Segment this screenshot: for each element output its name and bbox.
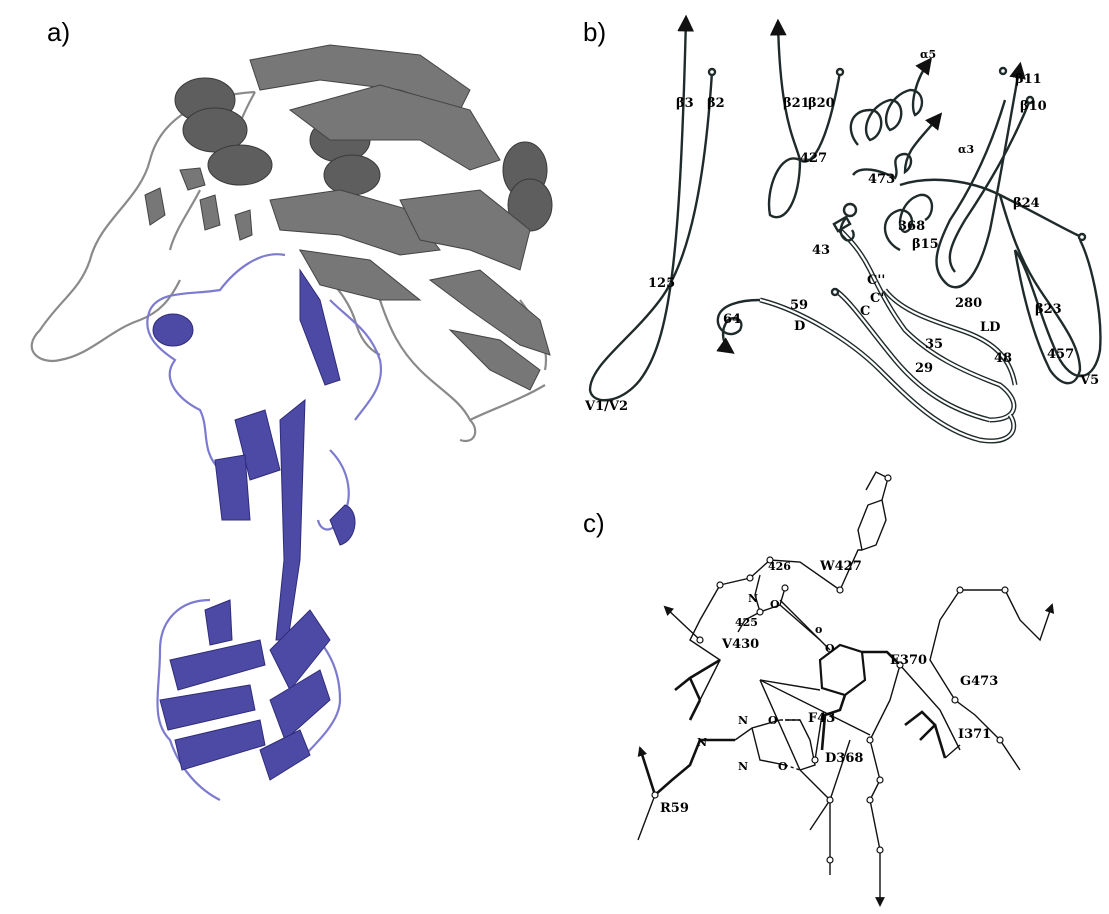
label-N4: N bbox=[738, 760, 748, 773]
label-368: 368 bbox=[898, 219, 925, 234]
label-b3: β3 bbox=[676, 96, 694, 111]
label-g473: G473 bbox=[960, 674, 998, 689]
label-b10: β10 bbox=[1020, 99, 1047, 114]
label-b20: β20 bbox=[808, 96, 835, 111]
label-i371: I371 bbox=[958, 727, 991, 742]
label-64: 64 bbox=[723, 312, 741, 327]
label-v430: V430 bbox=[721, 637, 759, 652]
label-O2: O bbox=[768, 714, 778, 727]
label-w427: W427 bbox=[819, 559, 862, 574]
label-125: 125 bbox=[648, 276, 675, 291]
label-b21: β21 bbox=[783, 96, 810, 111]
label-b15: β15 bbox=[912, 237, 939, 252]
label-59: 59 bbox=[790, 298, 808, 313]
label-426: 426 bbox=[768, 560, 791, 573]
label-427: 427 bbox=[800, 151, 827, 166]
label-b23: β23 bbox=[1035, 302, 1062, 317]
label-29: 29 bbox=[915, 361, 933, 376]
label-cp: C' bbox=[870, 291, 884, 306]
label-b24: β24 bbox=[1013, 196, 1040, 211]
beta20-beta21-strand bbox=[769, 22, 840, 217]
label-280: 280 bbox=[955, 296, 982, 311]
label-O5: O bbox=[825, 642, 835, 655]
label-r59: R59 bbox=[660, 801, 689, 816]
label-N1: N bbox=[748, 592, 758, 605]
label-O3: O bbox=[778, 760, 788, 773]
label-o4: o bbox=[815, 623, 822, 636]
label-a3: α3 bbox=[958, 143, 974, 156]
label-473: 473 bbox=[868, 172, 895, 187]
label-b2: β2 bbox=[707, 96, 725, 111]
label-43: 43 bbox=[812, 243, 830, 258]
label-O1: O bbox=[770, 598, 780, 611]
label-d368: D368 bbox=[825, 751, 863, 766]
cd4-sheets bbox=[153, 270, 355, 780]
label-457: 457 bbox=[1047, 347, 1074, 362]
label-48: 48 bbox=[994, 351, 1012, 366]
label-ld: LD bbox=[980, 320, 1000, 335]
panel-a-ribbon-structure bbox=[32, 45, 552, 800]
label-a5: α5 bbox=[920, 48, 936, 61]
label-35: 35 bbox=[925, 337, 943, 352]
label-e370: E370 bbox=[890, 653, 927, 668]
label-b11: β11 bbox=[1015, 72, 1042, 87]
label-cpp: C'' bbox=[867, 273, 885, 288]
label-D: D bbox=[794, 319, 805, 334]
label-v1v2: V1/V2 bbox=[584, 399, 628, 414]
label-N2: N bbox=[738, 714, 748, 727]
beta2-beta3-strand bbox=[590, 18, 712, 400]
label-f43: F43 bbox=[808, 711, 835, 726]
label-N3: N bbox=[697, 736, 707, 749]
label-v5: V5 bbox=[1079, 373, 1099, 388]
alpha5-helix bbox=[851, 60, 930, 145]
label-C: C bbox=[860, 304, 870, 319]
label-425: 425 bbox=[735, 616, 758, 629]
